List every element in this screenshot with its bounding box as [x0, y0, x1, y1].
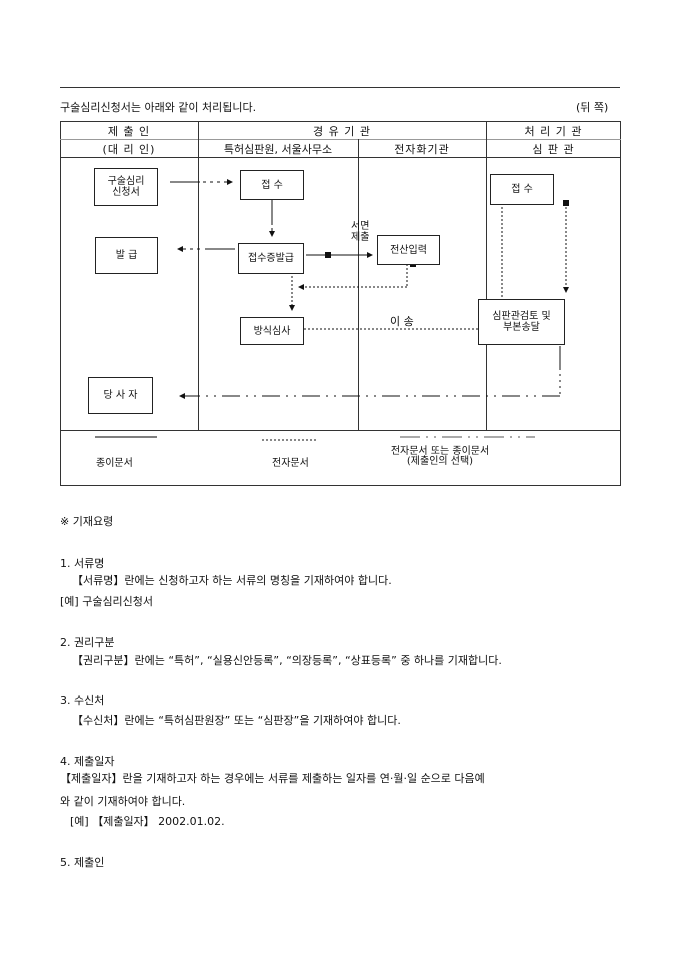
header-digitizer: 전자화기관 — [394, 143, 450, 156]
item-title: 5. 제출인 — [60, 856, 105, 869]
legend-either-note: (제출인의 선택) — [406, 456, 474, 467]
header-intermediary: 경 유 기 관 — [313, 125, 371, 138]
transfer-label: 이 송 — [390, 315, 414, 328]
formal-review-box: 방식심사 — [240, 317, 304, 345]
receipt-box-tribunal: 접 수 — [240, 170, 304, 200]
header-agent: (대 리 인) — [102, 143, 156, 156]
item-title: 4. 제출일자 — [60, 755, 115, 768]
legend-paper: 종이문서 — [96, 458, 133, 469]
written-submit-label: 서면 제출 — [351, 221, 370, 243]
judge-review-box: 심판관검토 및 부본송달 — [478, 299, 565, 345]
item-title: 1. 서류명 — [60, 557, 105, 570]
issue-box: 발 급 — [95, 237, 158, 274]
legend-either: 전자문서 또는 종이문서 — [390, 446, 490, 457]
item-title: 3. 수신처 — [60, 694, 105, 707]
item-line: 【권리구분】란에는 “특허”, “실용신안등록”, “의장등록”, “상표등록”… — [72, 654, 502, 667]
top-rule — [60, 87, 620, 88]
item-line: [예] 【제출일자】 2002.01.02. — [70, 815, 225, 828]
header-submitter: 제 출 인 — [107, 125, 151, 138]
receipt-box-judge: 접 수 — [490, 174, 554, 205]
item-title: 2. 권리구분 — [60, 636, 115, 649]
item-line: [예] 구술심리신청서 — [60, 595, 154, 608]
item-line: 【수신처】란에는 “특허심판원장” 또는 “심판장”을 기재하여야 합니다. — [72, 714, 401, 727]
page-title: 구술심리신청서는 아래와 같이 처리됩니다. — [60, 101, 257, 114]
application-box: 구술심리 신청서 — [94, 168, 158, 206]
item-line: 【서류명】란에는 신청하고자 하는 서류의 명칭을 기재하여야 합니다. — [72, 574, 392, 587]
page-side-label: (뒤 쪽) — [576, 101, 609, 114]
legend-electronic: 전자문서 — [272, 458, 309, 469]
instructions-heading: ※ 기재요령 — [60, 515, 114, 528]
header-processor: 처 리 기 관 — [524, 125, 583, 138]
party-box: 당 사 자 — [88, 377, 153, 414]
receipt-issue-box: 접수증발급 — [238, 243, 304, 274]
header-tribunal-office: 특허심판원, 서울사무소 — [223, 143, 333, 156]
data-entry-box: 전산입력 — [377, 235, 440, 265]
item-line: 【제출일자】란을 기재하고자 하는 경우에는 서류를 제출하는 일자를 연·월·… — [60, 772, 485, 785]
header-judge: 심 판 관 — [532, 143, 575, 156]
item-line: 와 같이 기재하여야 합니다. — [60, 795, 186, 808]
